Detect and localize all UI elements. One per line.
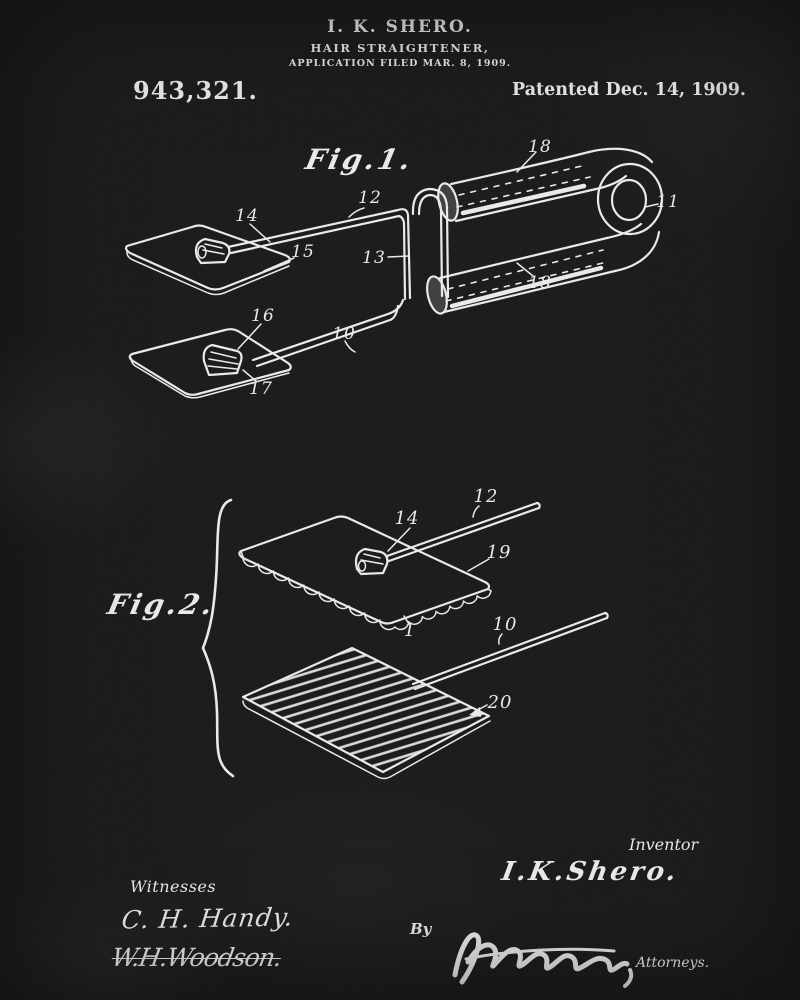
fig2-numeral-10: 10 [493,614,518,635]
header-inventor-line: I. K. SHERO. [327,17,473,37]
fig1-numeral-10: 10 [332,324,356,344]
witness-signature-1: C. H. Handy. [120,902,296,935]
fig1-numeral-18-top: 18 [528,137,552,157]
inventor-signature: I.K.Shero. [499,857,682,887]
fig1-numeral-14: 14 [235,206,259,226]
fig1-numeral-17: 17 [249,379,273,399]
fig1-upper-plate [124,224,291,296]
fig1-numeral-16: 16 [251,306,275,326]
figure2-drawing: 12 14 19 1 10 20 [201,486,609,780]
patent-number: 943,321. [133,76,258,105]
fig2-numeral-1: 1 [404,620,416,641]
attorney-signature-scrawl [452,932,634,988]
fig2-numeral-20: 20 [487,692,513,713]
fig2-numeral-19: 19 [487,542,512,563]
fig1-upper-roller [437,147,654,223]
fig2-numeral-14: 14 [395,508,420,529]
fig2-clamp [354,547,389,576]
witnesses-caption: Witnesses [130,877,217,896]
patent-date: Patented Dec. 14, 1909. [512,80,747,100]
fig1-lower-roller [426,222,661,315]
fig1-numeral-11: 11 [656,192,680,212]
fig2-brace [201,498,235,778]
fig1-spring-loop [596,162,664,236]
figure1-drawing: 18 11 12 14 15 13 18 16 10 17 [124,137,680,399]
fig2-hatched-plate [241,646,491,780]
fig2-numeral-12: 12 [474,486,499,507]
header-title-line: HAIR STRAIGHTENER, [310,41,490,55]
witness-signature-2: W.H.Woodson. [109,943,284,972]
by-label: By [410,920,432,938]
inventor-caption: Inventor [629,835,699,854]
header-application-line: APPLICATION FILED MAR. 8, 1909. [289,58,511,69]
fig1-numeral-15: 15 [291,242,315,262]
fig1-numeral-18-bottom: 18 [528,273,552,293]
fig1-upper-clamp [194,237,231,265]
fig1-lower-clamp [202,343,243,377]
fig1-numeral-12: 12 [358,188,382,208]
fig1-numeral-13: 13 [362,248,386,268]
